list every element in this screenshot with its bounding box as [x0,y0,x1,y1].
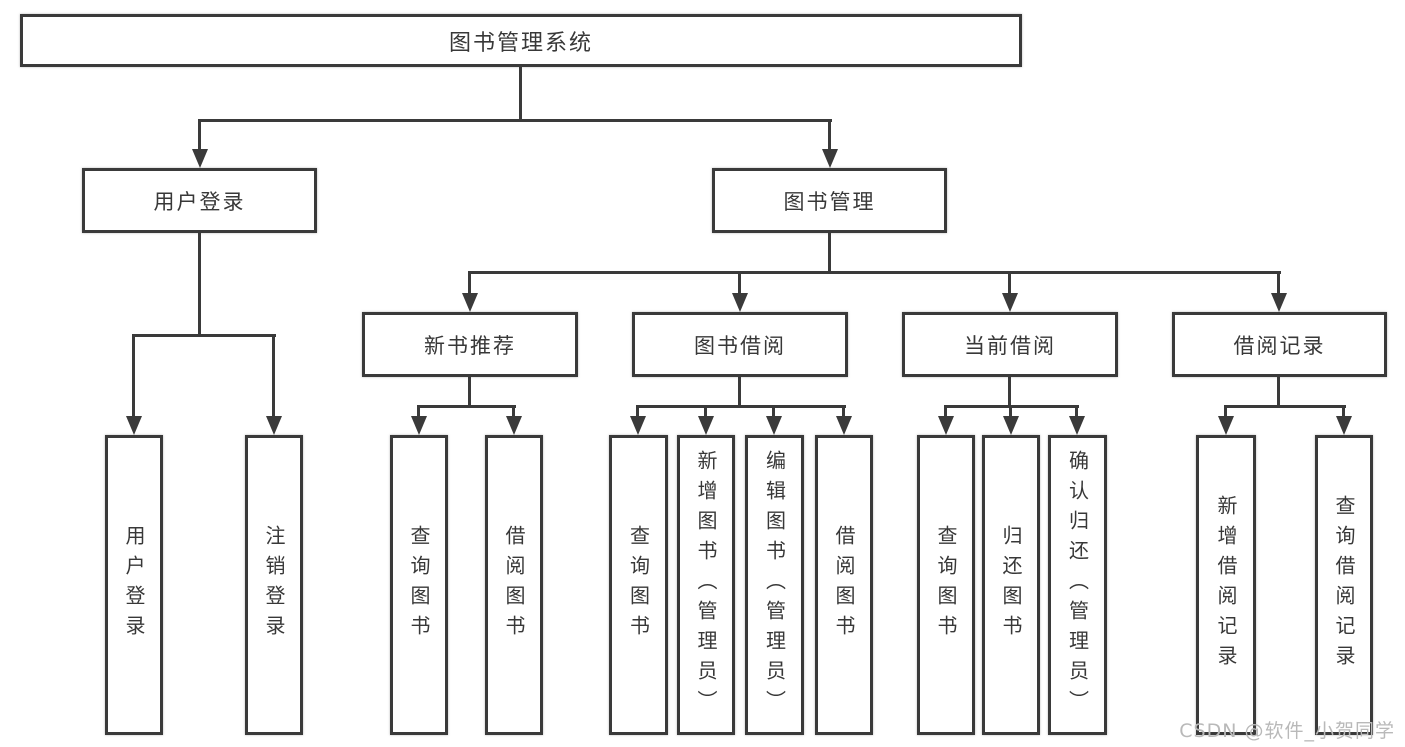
connector-current-bus [944,405,1079,408]
connector-root-bus [198,119,832,122]
connector-mgmt-stem [828,233,831,274]
leaf-edit-book-admin: 编辑图书（管理员） [745,435,804,735]
connector-drop-level3 [1277,274,1280,294]
arrowhead-icon [506,416,522,435]
node-new-book-recommend: 新书推荐 [362,312,578,377]
node-book-management: 图书管理 [712,168,947,233]
arrowhead-icon [732,293,748,312]
connector-current-stem [1008,377,1011,408]
connector-mgmt-bus [468,271,1281,274]
connector-newbook-stem [468,377,471,408]
connector-drop-leaf [842,408,845,418]
connector-drop-level3 [738,274,741,294]
node-current-borrowing: 当前借阅 [902,312,1118,377]
leaf-borrow-books: 借阅图书 [815,435,873,735]
connector-drop-leaf [132,337,135,417]
arrowhead-icon [1002,293,1018,312]
connector-records-stem [1277,377,1280,408]
leaf-query-books-borrow: 查询图书 [609,435,668,735]
connector-borrowing-stem [738,377,741,408]
connector-drop-book-mgmt [828,122,831,152]
arrowhead-icon [766,416,782,435]
connector-drop-leaf [944,408,947,418]
node-library-management-system: 图书管理系统 [20,14,1022,67]
leaf-borrow-books-recommend: 借阅图书 [485,435,543,735]
connector-user-bus [132,334,276,337]
connector-drop-leaf [772,408,775,418]
node-book-borrowing: 图书借阅 [632,312,848,377]
arrowhead-icon [698,416,714,435]
connector-borrowing-bus [636,405,846,408]
leaf-confirm-return-admin: 确认归还（管理员） [1048,435,1107,735]
arrowhead-icon [126,416,142,435]
connector-drop-leaf [272,337,275,417]
connector-drop-leaf [512,408,515,418]
leaf-add-book-admin: 新增图书（管理员） [677,435,735,735]
csdn-watermark: CSDN @软件_小贺同学 [1179,720,1395,742]
arrowhead-icon [411,416,427,435]
arrowhead-icon [1336,416,1352,435]
leaf-query-books-recommend: 查询图书 [390,435,448,735]
arrowhead-icon [822,149,838,168]
arrowhead-icon [836,416,852,435]
connector-drop-leaf [417,408,420,418]
connector-drop-leaf [1342,408,1345,418]
connector-drop-leaf [704,408,707,418]
connector-records-bus [1224,405,1346,408]
leaf-return-book: 归还图书 [982,435,1040,735]
leaf-add-borrow-record: 新增借阅记录 [1196,435,1256,735]
connector-drop-user-login [198,122,201,152]
connector-user-stem [198,233,201,337]
connector-drop-level3 [468,274,471,294]
arrowhead-icon [192,149,208,168]
arrowhead-icon [1218,416,1234,435]
connector-newbook-bus [417,405,516,408]
node-user-login: 用户登录 [82,168,317,233]
arrowhead-icon [1069,416,1085,435]
connector-drop-leaf [1224,408,1227,418]
leaf-query-books-current: 查询图书 [917,435,975,735]
connector-root-stem [519,67,522,122]
arrowhead-icon [938,416,954,435]
arrowhead-icon [1003,416,1019,435]
arrowhead-icon [462,293,478,312]
leaf-logout: 注销登录 [245,435,303,735]
node-borrowing-records: 借阅记录 [1172,312,1387,377]
connector-drop-level3 [1008,274,1011,294]
leaf-user-login: 用户登录 [105,435,163,735]
arrowhead-icon [1271,293,1287,312]
arrowhead-icon [630,416,646,435]
leaf-query-borrow-record: 查询借阅记录 [1315,435,1373,735]
connector-drop-leaf [636,408,639,418]
arrowhead-icon [266,416,282,435]
connector-drop-leaf [1009,408,1012,418]
connector-drop-leaf [1075,408,1078,418]
